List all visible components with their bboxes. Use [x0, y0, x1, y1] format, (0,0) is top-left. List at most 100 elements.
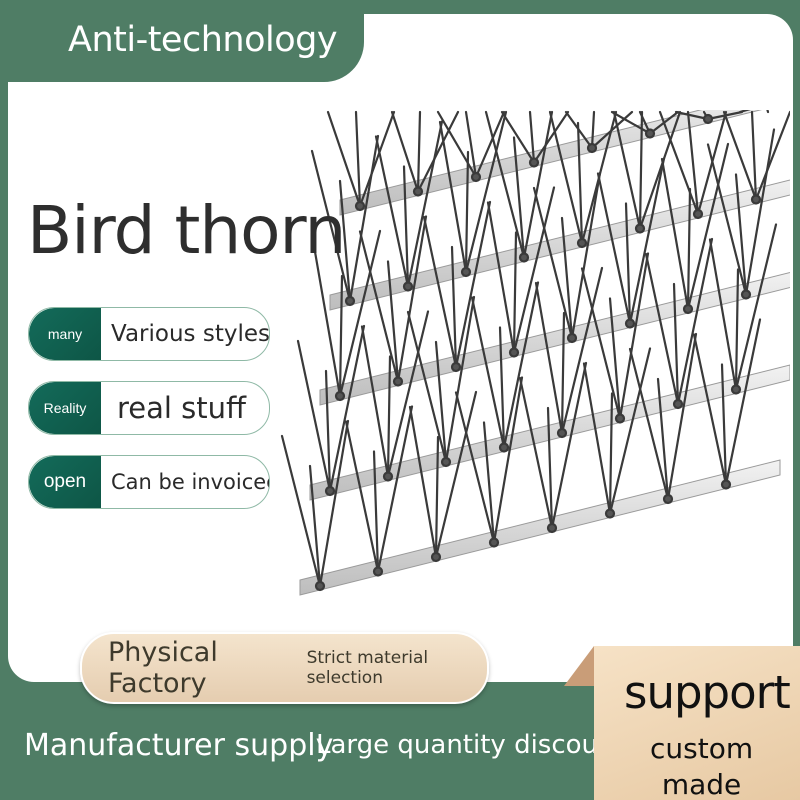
spike-strip-base: [329, 179, 790, 311]
spike: [372, 450, 380, 573]
spike-rivet: [556, 427, 568, 439]
spike-rivet: [750, 194, 762, 205]
spike: [628, 157, 666, 325]
spike: [676, 237, 714, 406]
spike: [498, 326, 506, 449]
spike: [532, 186, 574, 340]
spike: [686, 110, 700, 216]
spike: [406, 310, 448, 464]
spike-strip-base: [309, 364, 790, 501]
spike: [338, 229, 382, 398]
spike: [436, 110, 478, 179]
spike-strip-base: [299, 459, 781, 596]
bird-spike-illustration: [280, 110, 790, 596]
spike: [644, 252, 680, 406]
spike: [610, 110, 652, 135]
physical-factory-banner: Physical Factory Strict material selecti…: [80, 632, 489, 704]
spike: [328, 324, 366, 493]
spike: [422, 215, 458, 369]
spike: [628, 347, 670, 501]
spike: [672, 282, 680, 406]
spike: [450, 245, 458, 369]
support-custom-block: support custom made: [594, 646, 800, 800]
spike: [706, 110, 744, 121]
spike: [608, 347, 652, 515]
spike: [658, 110, 700, 216]
custom-line: custom: [650, 732, 754, 765]
spike: [358, 110, 396, 208]
spike: [744, 128, 776, 296]
spike: [390, 110, 420, 193]
custom-made-text: custom made: [650, 731, 753, 800]
spike: [434, 340, 448, 464]
spike: [576, 121, 584, 245]
spike: [608, 297, 622, 420]
spike: [720, 363, 728, 486]
spike: [348, 134, 380, 303]
page-title: Bird thorn: [27, 192, 346, 269]
spike: [386, 260, 400, 383]
spike: [550, 361, 588, 530]
spike: [648, 110, 680, 135]
feature-tag: many: [29, 308, 101, 360]
spike: [486, 201, 516, 354]
spike-rivet: [604, 508, 616, 519]
spike: [564, 110, 594, 150]
spike-rivet: [440, 456, 452, 468]
spike-rivet: [644, 128, 656, 139]
spike: [470, 296, 506, 449]
spike: [590, 110, 634, 150]
spike: [734, 223, 778, 391]
spike-rivet: [412, 186, 424, 197]
spike: [528, 110, 536, 164]
spike: [618, 252, 650, 420]
spike: [532, 110, 570, 164]
made-line: made: [661, 768, 742, 800]
spike: [660, 157, 690, 311]
spike: [386, 310, 430, 478]
spike-rivet: [528, 157, 540, 168]
spike-rivet: [498, 442, 510, 453]
spike: [344, 420, 380, 573]
spike: [386, 355, 392, 478]
spike: [580, 267, 622, 420]
spike: [638, 110, 644, 230]
spike: [638, 110, 682, 230]
spike: [434, 435, 440, 559]
spike-rivet: [508, 347, 520, 358]
spike: [518, 376, 554, 530]
spike: [482, 421, 496, 544]
spike: [522, 110, 554, 259]
spike: [580, 110, 618, 245]
spike: [560, 266, 604, 435]
spike: [738, 110, 751, 114]
spike: [434, 390, 478, 559]
spike: [408, 405, 438, 559]
factory-secondary-text: Strict material selection: [306, 648, 429, 688]
feature-pill-real: Reality real stuff: [28, 381, 270, 435]
spike-rivet: [488, 537, 500, 548]
feature-text: Can be invoiced: [111, 470, 270, 494]
spike-rivet: [720, 479, 732, 490]
manufacturer-supply-text: Manufacturer supply: [24, 728, 334, 763]
spike: [692, 333, 728, 486]
factory-primary-text: Physical Factory: [108, 637, 218, 699]
spike: [696, 110, 728, 216]
spike: [464, 110, 478, 179]
spike: [724, 318, 762, 486]
spike-rivet: [372, 566, 384, 577]
spike: [280, 434, 322, 588]
spike-rivet: [662, 493, 674, 505]
spike: [548, 110, 584, 245]
spike: [416, 110, 422, 193]
spike: [308, 464, 322, 588]
spike: [406, 120, 444, 288]
spike-rivet: [382, 471, 394, 482]
spike-rivet: [430, 551, 442, 563]
spike: [512, 186, 556, 354]
spike-rivet: [344, 295, 356, 307]
spike: [750, 110, 758, 201]
spike-rivet: [702, 113, 714, 125]
spike: [512, 231, 518, 354]
spike: [374, 135, 410, 288]
